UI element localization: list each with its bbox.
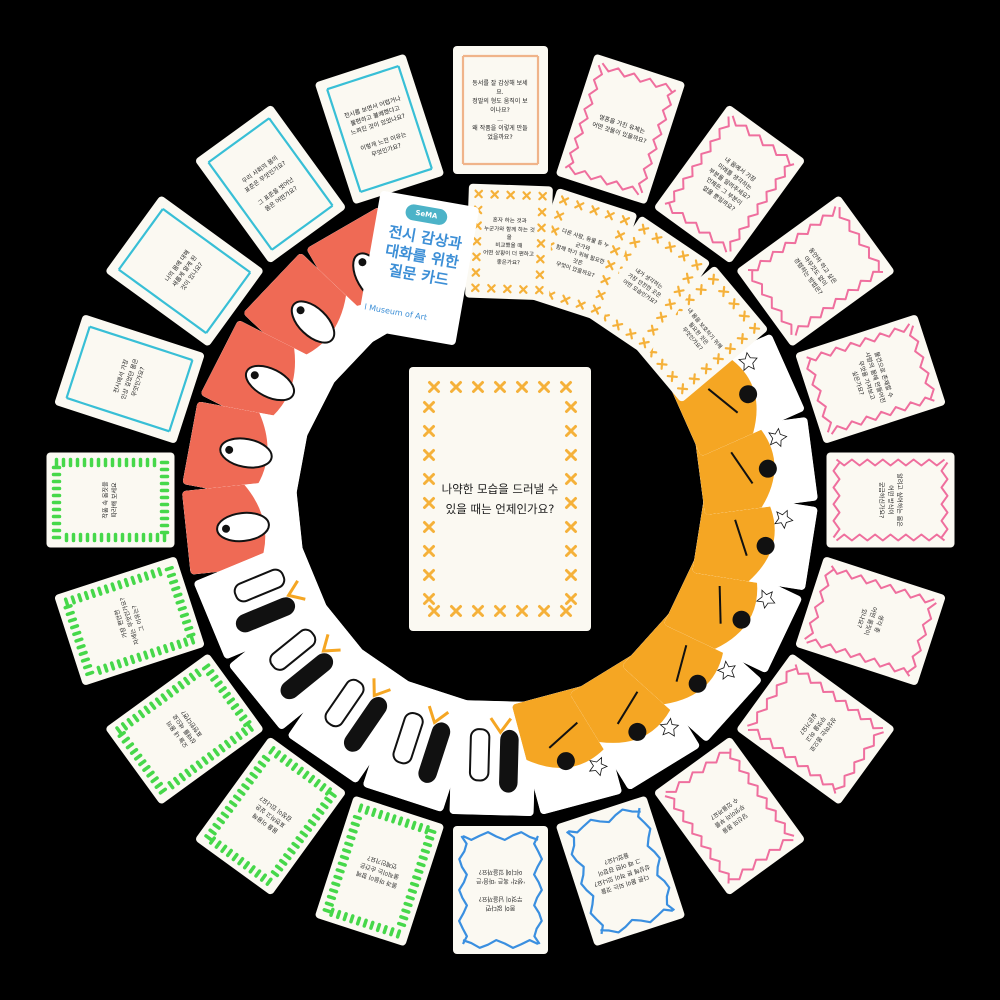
card-border — [564, 62, 677, 196]
card-border — [565, 807, 676, 935]
card-question-text: 동서를 잘 감상해 보세요. 정말의 형도 움직이 보이나요? ... 왜 작품… — [472, 79, 528, 141]
illustration — [182, 401, 311, 505]
card-question-text: 몸이 없다면 무엇이 남을까요? '생각' 혹은 '마음'은 어디에 있을까요? — [475, 868, 525, 912]
illustration — [286, 641, 421, 784]
outer-question-card: 내 몸에서 가장 미래를 생각하는 부분을 알려주세요? 언제든 그 부분이 없… — [653, 104, 806, 265]
outer-question-card: 동서를 잘 감상해 보세요. 정말의 형도 움직이 보이나요? ... 왜 작품… — [452, 46, 548, 174]
cover-title: 전시 감상과 대화를 위한 질문 카드 — [383, 222, 464, 289]
museum-name: l Museum of Art — [363, 302, 428, 323]
outer-question-card: 당신의 몸을 무엇이라 부를 수 있을까요? — [653, 735, 806, 896]
illustration — [242, 252, 384, 393]
card-border — [65, 326, 194, 433]
card-border — [63, 565, 196, 676]
center-question-text: 나약한 모습을 드러낼 수 있을 때는 언제인가요? — [441, 481, 559, 516]
card-border — [461, 54, 539, 166]
card-border — [204, 745, 338, 886]
outer-question-card: 상상하는 몸으로 무엇을 하고 싶은가요? — [735, 653, 896, 806]
illustration — [449, 699, 537, 816]
card-border — [51, 457, 169, 543]
inner-question-card: 다른 사람, 동물 등 누군가와 함께 하기 위해 필요한 것은 무엇이 있을까… — [522, 187, 638, 322]
outer-question-card: 가장 편안한 자세는 무엇인가요? 그 이유는? — [53, 555, 205, 686]
card-border — [457, 831, 543, 949]
outer-question-card: 우리 사회의 몸의 표준은 무엇인가요? 그 표준을 벗어난 몸은 어떤가요? — [194, 104, 347, 265]
illustration-card — [182, 401, 311, 505]
cross-border — [423, 381, 577, 617]
card-border — [326, 65, 433, 194]
card-question-text: 알려고 싶어하는 몸은 어떤 방식이 궁금하신가요? — [877, 473, 903, 527]
card-border — [207, 117, 334, 252]
card-border — [115, 663, 254, 795]
outer-question-card: 작품 속 몸짓을 따라해 보세요 — [46, 452, 174, 548]
outer-question-card: 나의 몸에 대해 새롭게 알게 된 것이 있나요? — [104, 194, 265, 347]
outer-question-card: 물건으로 존재할 수 사람의 몸에 만들어진 무엇을 가져보고 싶은가요? — [795, 314, 947, 445]
card-border — [117, 207, 252, 334]
card-border — [747, 205, 884, 336]
outer-question-card: 몸을 이용해 표현하고 싶은 감정이 있나요? — [194, 735, 347, 896]
illustration-card — [362, 678, 478, 813]
illustration — [200, 319, 340, 447]
outer-question-card: 전시를 보면서 어렵거나 불편하고 불쾌했다고 느껴진 것이 있었나요? 이렇게… — [314, 53, 445, 205]
illustration — [362, 678, 478, 813]
card-border — [806, 323, 936, 436]
inner-question-card: 혼자 하는 것과 누군가와 함께 하는 것을 비교했을 때 어떤 상황이 더 편… — [465, 183, 553, 301]
card-border — [322, 803, 437, 939]
outer-question-card: 영혼을 가진 유체는 어떤 것들이 있을까요? — [555, 53, 686, 205]
outer-question-card: 전시에서 가장 인상 깊었던 몸은 무엇인가요? — [53, 314, 205, 445]
outer-question-card: 오늘 내 몸의 상태를 색으로 표현한다면? — [104, 653, 265, 806]
outer-question-card: 알려고 싶어하는 몸은 어떤 방식이 궁금하신가요? — [826, 452, 954, 548]
outer-question-card: 동안하 하고 싶은 아무것도 없이 경험하는 방법은? — [735, 194, 896, 347]
outer-question-card: 다른 몸이 되는 것을 상상해 본 적이 있나요? 그 때 어떤 감정이 들었나… — [555, 795, 686, 947]
sema-logo: SeMA — [404, 203, 449, 227]
illustration-card — [200, 319, 340, 447]
outer-question-card: 생각 중 어떤 몸짓이 있나요? — [795, 555, 947, 686]
card-border — [529, 194, 630, 315]
card-border — [747, 664, 884, 795]
outer-question-card: 몸과 마음이 함께 움직이는 순간은 언제인가요? — [314, 795, 445, 947]
center-question-card: 나약한 모습을 드러낼 수 있을 때는 언제인가요? — [409, 367, 591, 631]
card-question-text: 혼자 하는 것과 누군가와 함께 하는 것을 비교했을 때 어떤 상황이 더 편… — [483, 217, 535, 267]
card-border — [832, 458, 948, 542]
illustration-card — [449, 699, 537, 816]
card-border — [664, 747, 795, 884]
illustration-card — [286, 641, 421, 784]
illustration-card — [228, 593, 371, 731]
outer-question-card: 몸이 없다면 무엇이 남을까요? '생각' 혹은 '마음'은 어디에 있을까요? — [452, 826, 548, 954]
card-border — [804, 564, 938, 677]
illustration-card — [242, 252, 384, 393]
card-question-text: 작품 속 몸짓을 따라해 보세요 — [102, 481, 118, 519]
card-border — [664, 116, 795, 253]
illustration — [228, 593, 371, 731]
